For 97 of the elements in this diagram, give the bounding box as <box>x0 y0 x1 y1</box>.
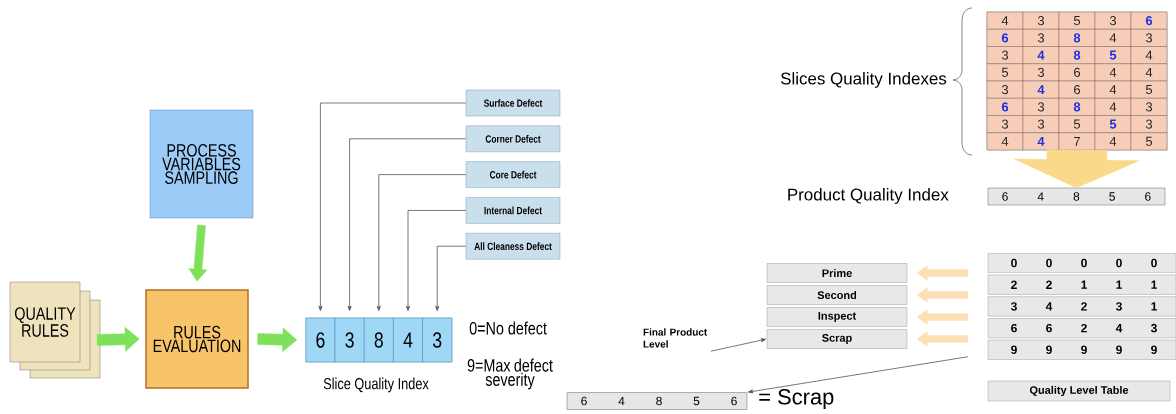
arrow <box>376 174 467 311</box>
index-cell: 8 <box>364 317 394 363</box>
table-cell: 4 <box>1094 80 1132 99</box>
arrow <box>916 309 969 325</box>
table-cell: 4 <box>1130 63 1168 82</box>
defect-box: Corner Defect <box>465 125 561 152</box>
arrow <box>916 287 969 303</box>
table-cell: 4 <box>1130 46 1168 64</box>
table-caption: Slices Quality Indexes <box>780 72 947 88</box>
level-box: Prime <box>766 263 908 283</box>
defect-box: All Cleaness Defect <box>465 233 561 260</box>
process-box: PROCESS VARIABLES SAMPLING <box>149 109 254 219</box>
node-label: 6 <box>1145 192 1151 201</box>
table-cell: 5 <box>1094 46 1132 64</box>
legend-text: 9=Max defect severity <box>467 358 553 390</box>
index-bar: 6 4 8 5 6 <box>987 187 1166 206</box>
table-cell: 6 <box>1058 80 1096 99</box>
result-text: = Scrap <box>759 389 834 409</box>
table-cell: 5 <box>1058 115 1096 133</box>
table-cell: 3 <box>1022 63 1060 82</box>
table-cell: 6 <box>1058 63 1096 82</box>
index-bar: 6 4 8 5 6 <box>566 392 748 410</box>
table-cell: 3 <box>1130 98 1168 116</box>
table-cell: 6 <box>986 29 1024 47</box>
table-cell: 3 <box>1130 29 1168 47</box>
level-box: Second <box>766 285 908 305</box>
level-box: Inspect <box>766 307 908 327</box>
node-label: 6 <box>731 396 737 406</box>
arrow <box>96 327 140 352</box>
legend-text: 0=No defect <box>469 321 547 335</box>
table-cell: 4 <box>1094 132 1132 151</box>
arrow <box>406 210 467 311</box>
index-cell: 3 <box>334 317 365 363</box>
document-stack: QUALITY RULES <box>9 281 101 379</box>
table-cell: 5 <box>986 63 1024 82</box>
node-label: 6 <box>1002 192 1008 201</box>
defect-box: Core Defect <box>465 161 561 188</box>
arrow <box>710 338 767 352</box>
table-cell: 3 <box>1022 29 1060 47</box>
node-label: 5 <box>693 396 700 406</box>
node-label: 4 <box>618 396 625 406</box>
note-text: Final Product Level <box>643 328 708 348</box>
rules-box: RULES EVALUATION <box>145 289 249 389</box>
table-cell: 3 <box>986 115 1024 133</box>
arrow <box>916 331 969 347</box>
index-cell: 3 <box>422 317 452 363</box>
table-cell: 4 <box>1022 132 1060 151</box>
table-cell: 8 <box>1058 29 1096 47</box>
node-label: 8 <box>1073 192 1080 201</box>
table-row: 9 9 9 9 9 <box>987 339 1176 360</box>
table-cell: 8 <box>1058 98 1096 116</box>
table-cell: 4 <box>986 132 1024 151</box>
table-cell: 4 <box>1022 46 1060 64</box>
table-cell: 4 <box>1022 80 1060 99</box>
defect-box: Surface Defect <box>465 89 561 117</box>
table-row: 2 2 1 1 1 <box>987 274 1176 295</box>
defect-box: Internal Defect <box>465 197 561 224</box>
arrow <box>318 102 467 311</box>
table-cell: 8 <box>1058 46 1096 64</box>
table-cell: 3 <box>1094 11 1132 30</box>
table-cell: 4 <box>1094 63 1132 82</box>
table-cell: 3 <box>986 80 1024 99</box>
table-cell: 7 <box>1058 132 1096 151</box>
table-row: 0 0 0 0 0 <box>987 253 1176 273</box>
table-cell: 5 <box>1130 80 1168 99</box>
table-cell: 5 <box>1094 115 1132 133</box>
index-cell: 4 <box>393 317 423 363</box>
table-cell: 4 <box>1094 98 1132 116</box>
arrow <box>1014 149 1140 189</box>
arrow <box>916 265 969 281</box>
table-cell: 3 <box>1022 11 1060 30</box>
table-row: 6 6 2 4 3 <box>987 318 1176 339</box>
table-cell: 3 <box>1022 115 1060 133</box>
level-box: Scrap <box>766 329 908 349</box>
arrow <box>347 138 467 311</box>
table-cell: 6 <box>986 98 1024 116</box>
table-cell: 4 <box>986 11 1024 30</box>
arrow <box>748 356 969 394</box>
table-title-box: Quality Level Table <box>987 380 1171 402</box>
table-cell: 6 <box>1130 11 1168 30</box>
node-label: 5 <box>1109 192 1115 201</box>
table-cell: 5 <box>1058 11 1096 30</box>
bar-caption: Product Quality Index <box>788 188 949 204</box>
arrow <box>435 245 467 311</box>
node-label: 4 <box>1037 192 1044 201</box>
table-cell: 5 <box>1130 132 1168 151</box>
node-label: 8 <box>656 396 662 406</box>
arrow <box>257 327 298 352</box>
table-cell: 3 <box>1022 98 1060 116</box>
table-cell: 3 <box>986 46 1024 64</box>
table-cell: 4 <box>1094 29 1132 47</box>
node-label: 6 <box>581 396 587 406</box>
index-cell: 6 <box>305 317 336 363</box>
arrow <box>188 224 208 282</box>
table-cell: 3 <box>1130 115 1168 133</box>
table-row: 3 4 2 3 1 <box>987 296 1176 317</box>
bar-caption: Slice Quality Index <box>323 377 429 393</box>
